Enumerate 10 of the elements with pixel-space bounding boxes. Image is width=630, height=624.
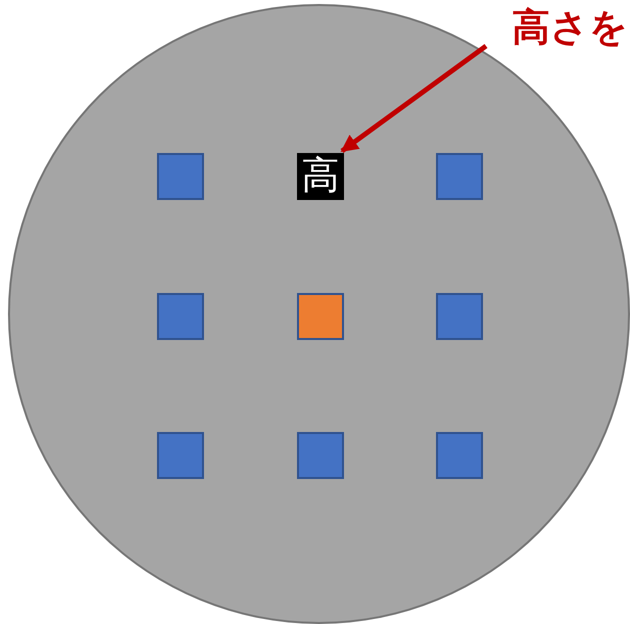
square-marker xyxy=(436,432,483,479)
square-marker xyxy=(297,432,344,479)
square-marker xyxy=(157,293,204,340)
square-marker xyxy=(157,153,204,200)
character-box: 高 xyxy=(297,153,344,200)
annotation-text: 高さを xyxy=(486,0,628,53)
square-marker xyxy=(297,293,344,340)
square-marker xyxy=(436,153,483,200)
square-marker xyxy=(436,293,483,340)
square-marker xyxy=(157,432,204,479)
